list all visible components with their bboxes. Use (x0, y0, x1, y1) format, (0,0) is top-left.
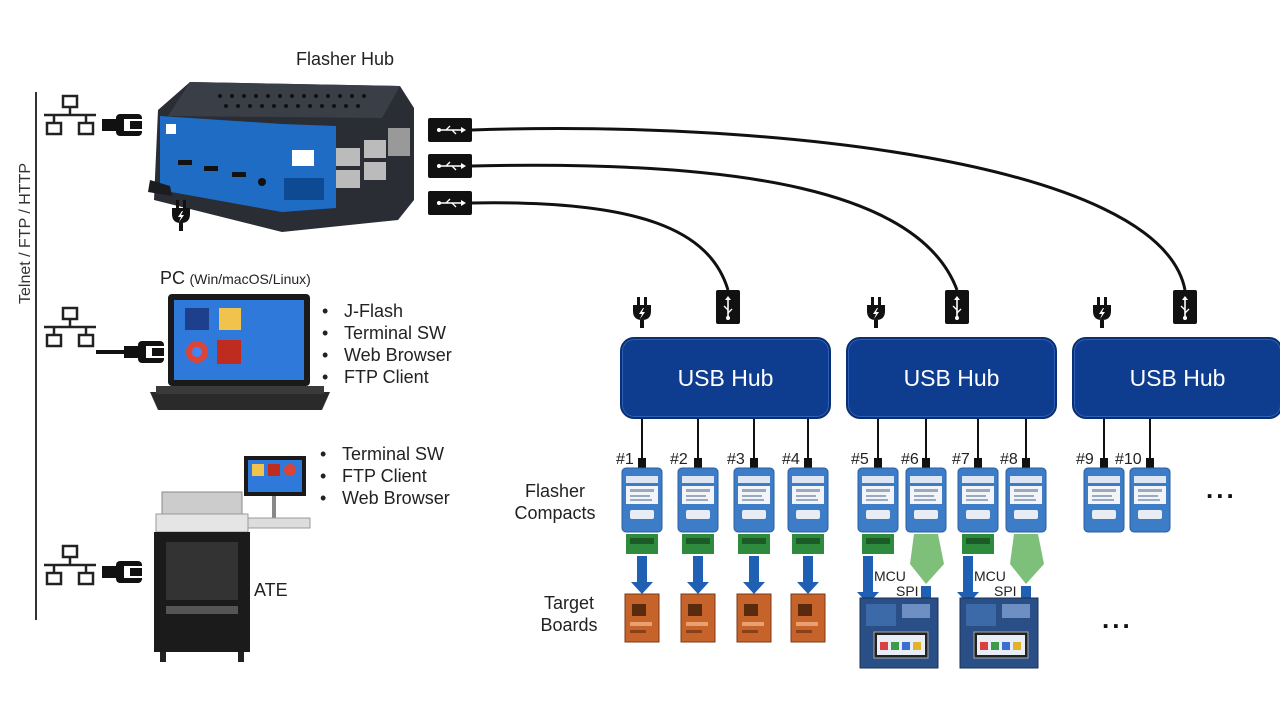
flasher-number: #8 (1000, 451, 1018, 468)
power-plug-icon (1093, 297, 1111, 328)
power-plug-icon (633, 297, 651, 328)
flasher-number: #9 (1076, 451, 1094, 468)
ethernet-plug-icon (102, 114, 142, 136)
ethernet-plug-icon (102, 561, 142, 583)
pc-software-list: J-Flash Terminal SW Web Browser FTP Clie… (322, 300, 452, 388)
flasher-compact (1129, 467, 1171, 533)
usb-cable (471, 163, 959, 291)
flasher-compact (1083, 467, 1125, 533)
usb-hub-3: USB Hub (1072, 337, 1280, 419)
ate-machine (154, 456, 311, 662)
more-boards-ellipsis: ... (1102, 604, 1133, 634)
flasher-compact (677, 467, 719, 533)
usb-icon (715, 289, 741, 325)
usb-icon (427, 190, 473, 216)
usb-icon (944, 289, 970, 325)
usb-hub-1: USB Hub (620, 337, 831, 419)
list-item: FTP Client (320, 465, 450, 487)
mcu-label: MCU (874, 568, 906, 584)
usb-icon (427, 117, 473, 143)
network-icon (42, 544, 98, 586)
network-icon (42, 306, 98, 348)
flasher-compact (957, 467, 999, 533)
flasher-hub-title: Flasher Hub (296, 49, 395, 69)
list-item: J-Flash (322, 300, 452, 322)
target-board (680, 593, 716, 643)
usb-hub-2: USB Hub (846, 337, 1057, 419)
target-board (790, 593, 826, 643)
flasher-compact (621, 467, 663, 533)
flasher-number: #1 (616, 451, 634, 468)
usb-cable (471, 201, 730, 291)
mcu-label: MCU (974, 568, 1006, 584)
usb-cable (471, 127, 1187, 291)
flasher-number: #7 (952, 451, 970, 468)
list-item: Web Browser (322, 344, 452, 366)
flasher-compact (857, 467, 899, 533)
flasher-compact (733, 467, 775, 533)
power-plug-icon (867, 297, 885, 328)
target-board (959, 597, 1039, 669)
pc-title-sub: (Win/macOS/Linux) (189, 271, 311, 287)
flasher-compacts-label-line: Compacts (514, 503, 596, 523)
flasher-compact (1005, 467, 1047, 533)
target-board (859, 597, 939, 669)
usb-icon (1172, 289, 1198, 325)
pc-title-main: PC (160, 268, 186, 288)
pc-laptop (150, 294, 330, 410)
target-board (736, 593, 772, 643)
flasher-compacts-label-line: Flasher (524, 481, 586, 501)
list-item: Web Browser (320, 487, 450, 509)
more-compacts-ellipsis: ... (1206, 474, 1237, 504)
ate-label: ATE (254, 580, 288, 600)
target-board (624, 593, 660, 643)
network-icon (42, 94, 98, 136)
flasher-compact (787, 467, 829, 533)
pc-title: PC (Win/macOS/Linux) (160, 268, 311, 289)
target-boards-label-line: Target (543, 593, 595, 613)
ethernet-plug-icon (124, 341, 164, 363)
flasher-number: #2 (670, 451, 688, 468)
flasher-number: #6 (901, 451, 919, 468)
flasher-hub-device (148, 82, 414, 232)
target-boards-label: Target Boards (524, 592, 614, 636)
flasher-number: #10 (1115, 451, 1142, 468)
ate-software-list: Terminal SW FTP Client Web Browser (320, 443, 450, 509)
list-item: FTP Client (322, 366, 452, 388)
network-backbone (35, 92, 37, 620)
flasher-number: #4 (782, 451, 800, 468)
flasher-compacts-label: Flasher Compacts (510, 480, 600, 524)
flasher-number: #5 (851, 451, 869, 468)
usb-icon (427, 153, 473, 179)
list-item: Terminal SW (320, 443, 450, 465)
flasher-number: #3 (727, 451, 745, 468)
flasher-compact (905, 467, 947, 533)
spi-label: SPI (994, 583, 1017, 599)
spi-label: SPI (896, 583, 919, 599)
list-item: Terminal SW (322, 322, 452, 344)
target-boards-label-line: Boards (540, 615, 598, 635)
